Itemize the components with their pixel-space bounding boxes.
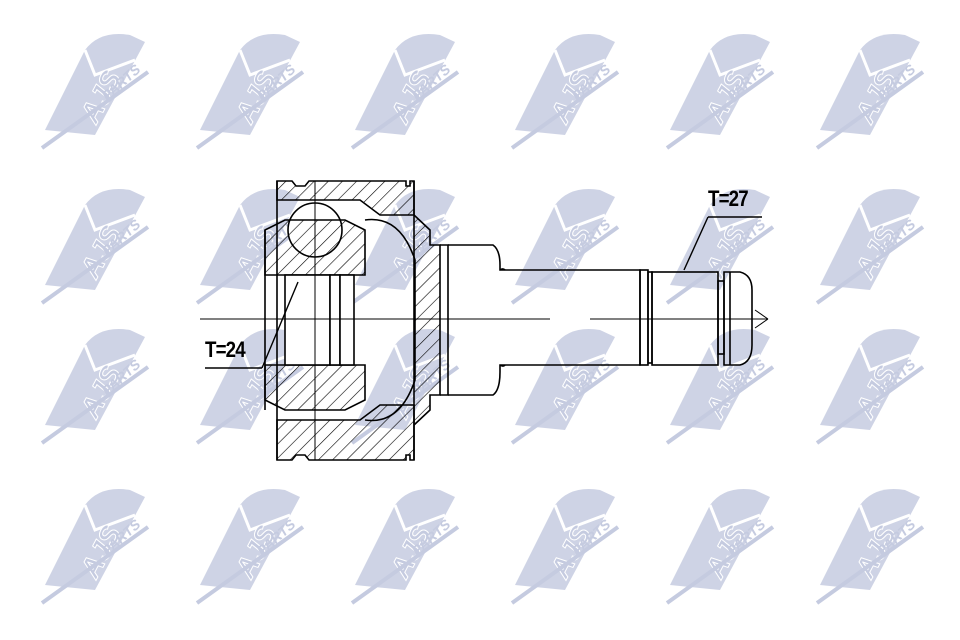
label-t24: T=24: [205, 337, 246, 362]
label-t27: T=27: [708, 186, 749, 211]
